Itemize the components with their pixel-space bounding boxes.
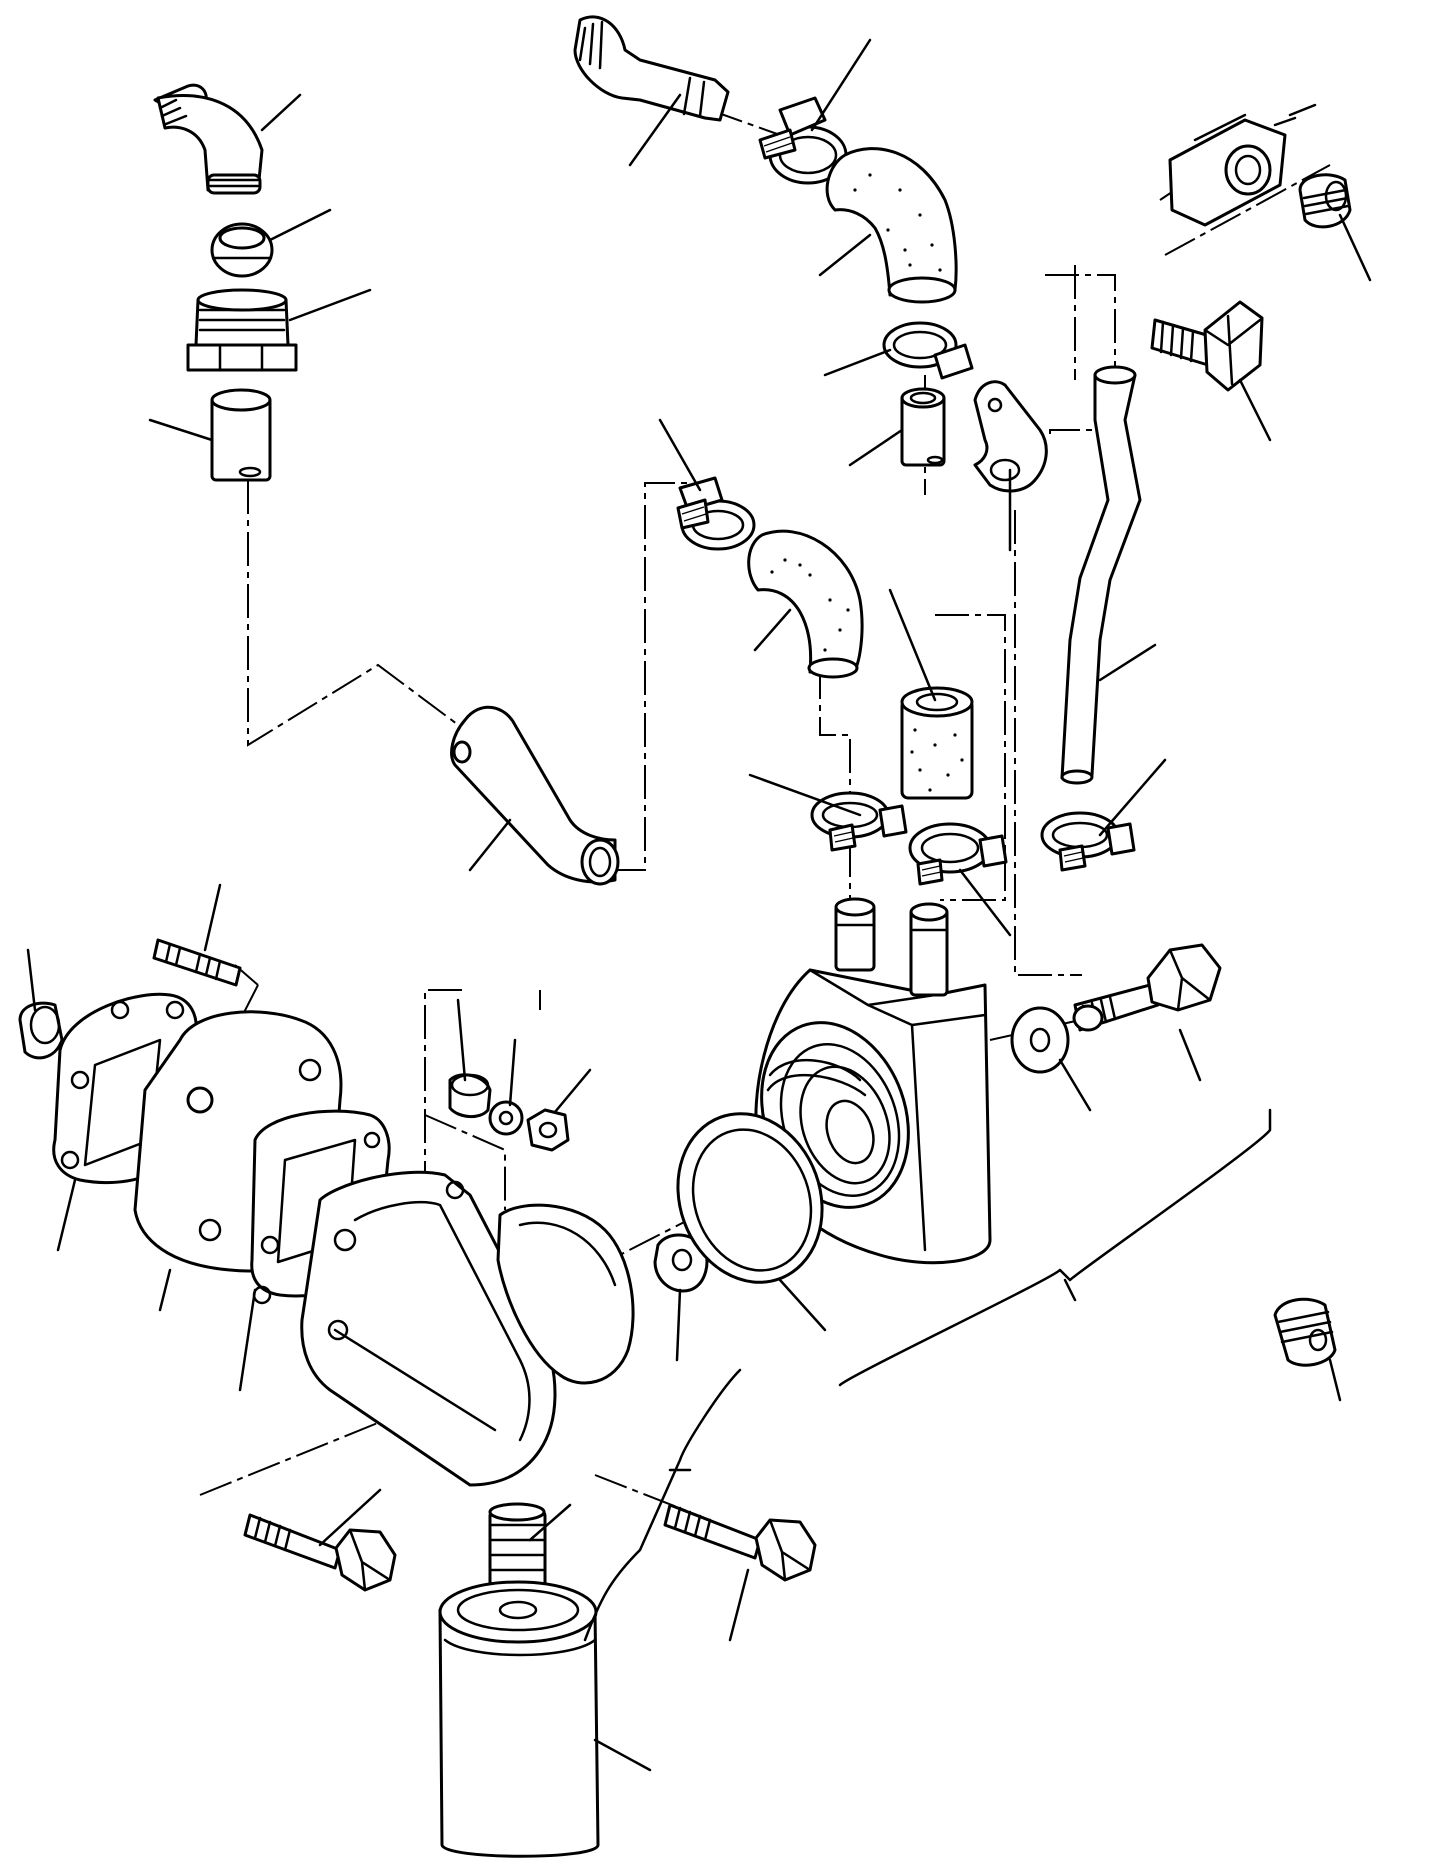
clamp-c <box>1040 811 1136 872</box>
adapter-nut <box>186 288 298 372</box>
clamp-left-mid <box>676 476 756 551</box>
flange-block <box>1168 103 1317 227</box>
stud <box>152 938 242 987</box>
clamp-mid <box>882 321 974 380</box>
washer-center <box>653 1233 709 1293</box>
bracket-clip <box>973 380 1048 493</box>
oil-filter <box>438 1580 600 1858</box>
plug-lower-right <box>1273 1297 1337 1367</box>
straight-hose <box>900 686 974 800</box>
grouping-brackets <box>583 1108 1272 1642</box>
bolt-lower-left <box>243 1513 397 1592</box>
leader-lines <box>26 38 1372 1772</box>
plug-left <box>18 1001 64 1060</box>
bolt-top-right <box>1150 300 1264 392</box>
short-tube <box>210 388 272 482</box>
washer-right <box>1010 1006 1070 1074</box>
clamp-b <box>908 822 1008 886</box>
filter-head <box>300 1170 557 1487</box>
spacer <box>448 1073 492 1118</box>
elbow-hose-top <box>825 147 958 304</box>
plug-top-right <box>1298 173 1352 229</box>
long-pipe <box>1060 365 1142 785</box>
o-ring <box>676 1112 824 1284</box>
hose-clamp-top <box>758 96 848 185</box>
elbow-hose-mid <box>747 529 864 679</box>
elbow-fitting <box>153 83 264 195</box>
cover-plate <box>496 1203 635 1385</box>
nipple <box>210 222 274 278</box>
bolt-right <box>1072 943 1222 1032</box>
washer-small <box>488 1100 524 1136</box>
tube-small <box>900 387 946 467</box>
tube-stub <box>573 15 730 122</box>
bent-pipe <box>450 705 620 886</box>
bolt-lower-right <box>663 1503 817 1582</box>
nut-small <box>526 1108 570 1152</box>
